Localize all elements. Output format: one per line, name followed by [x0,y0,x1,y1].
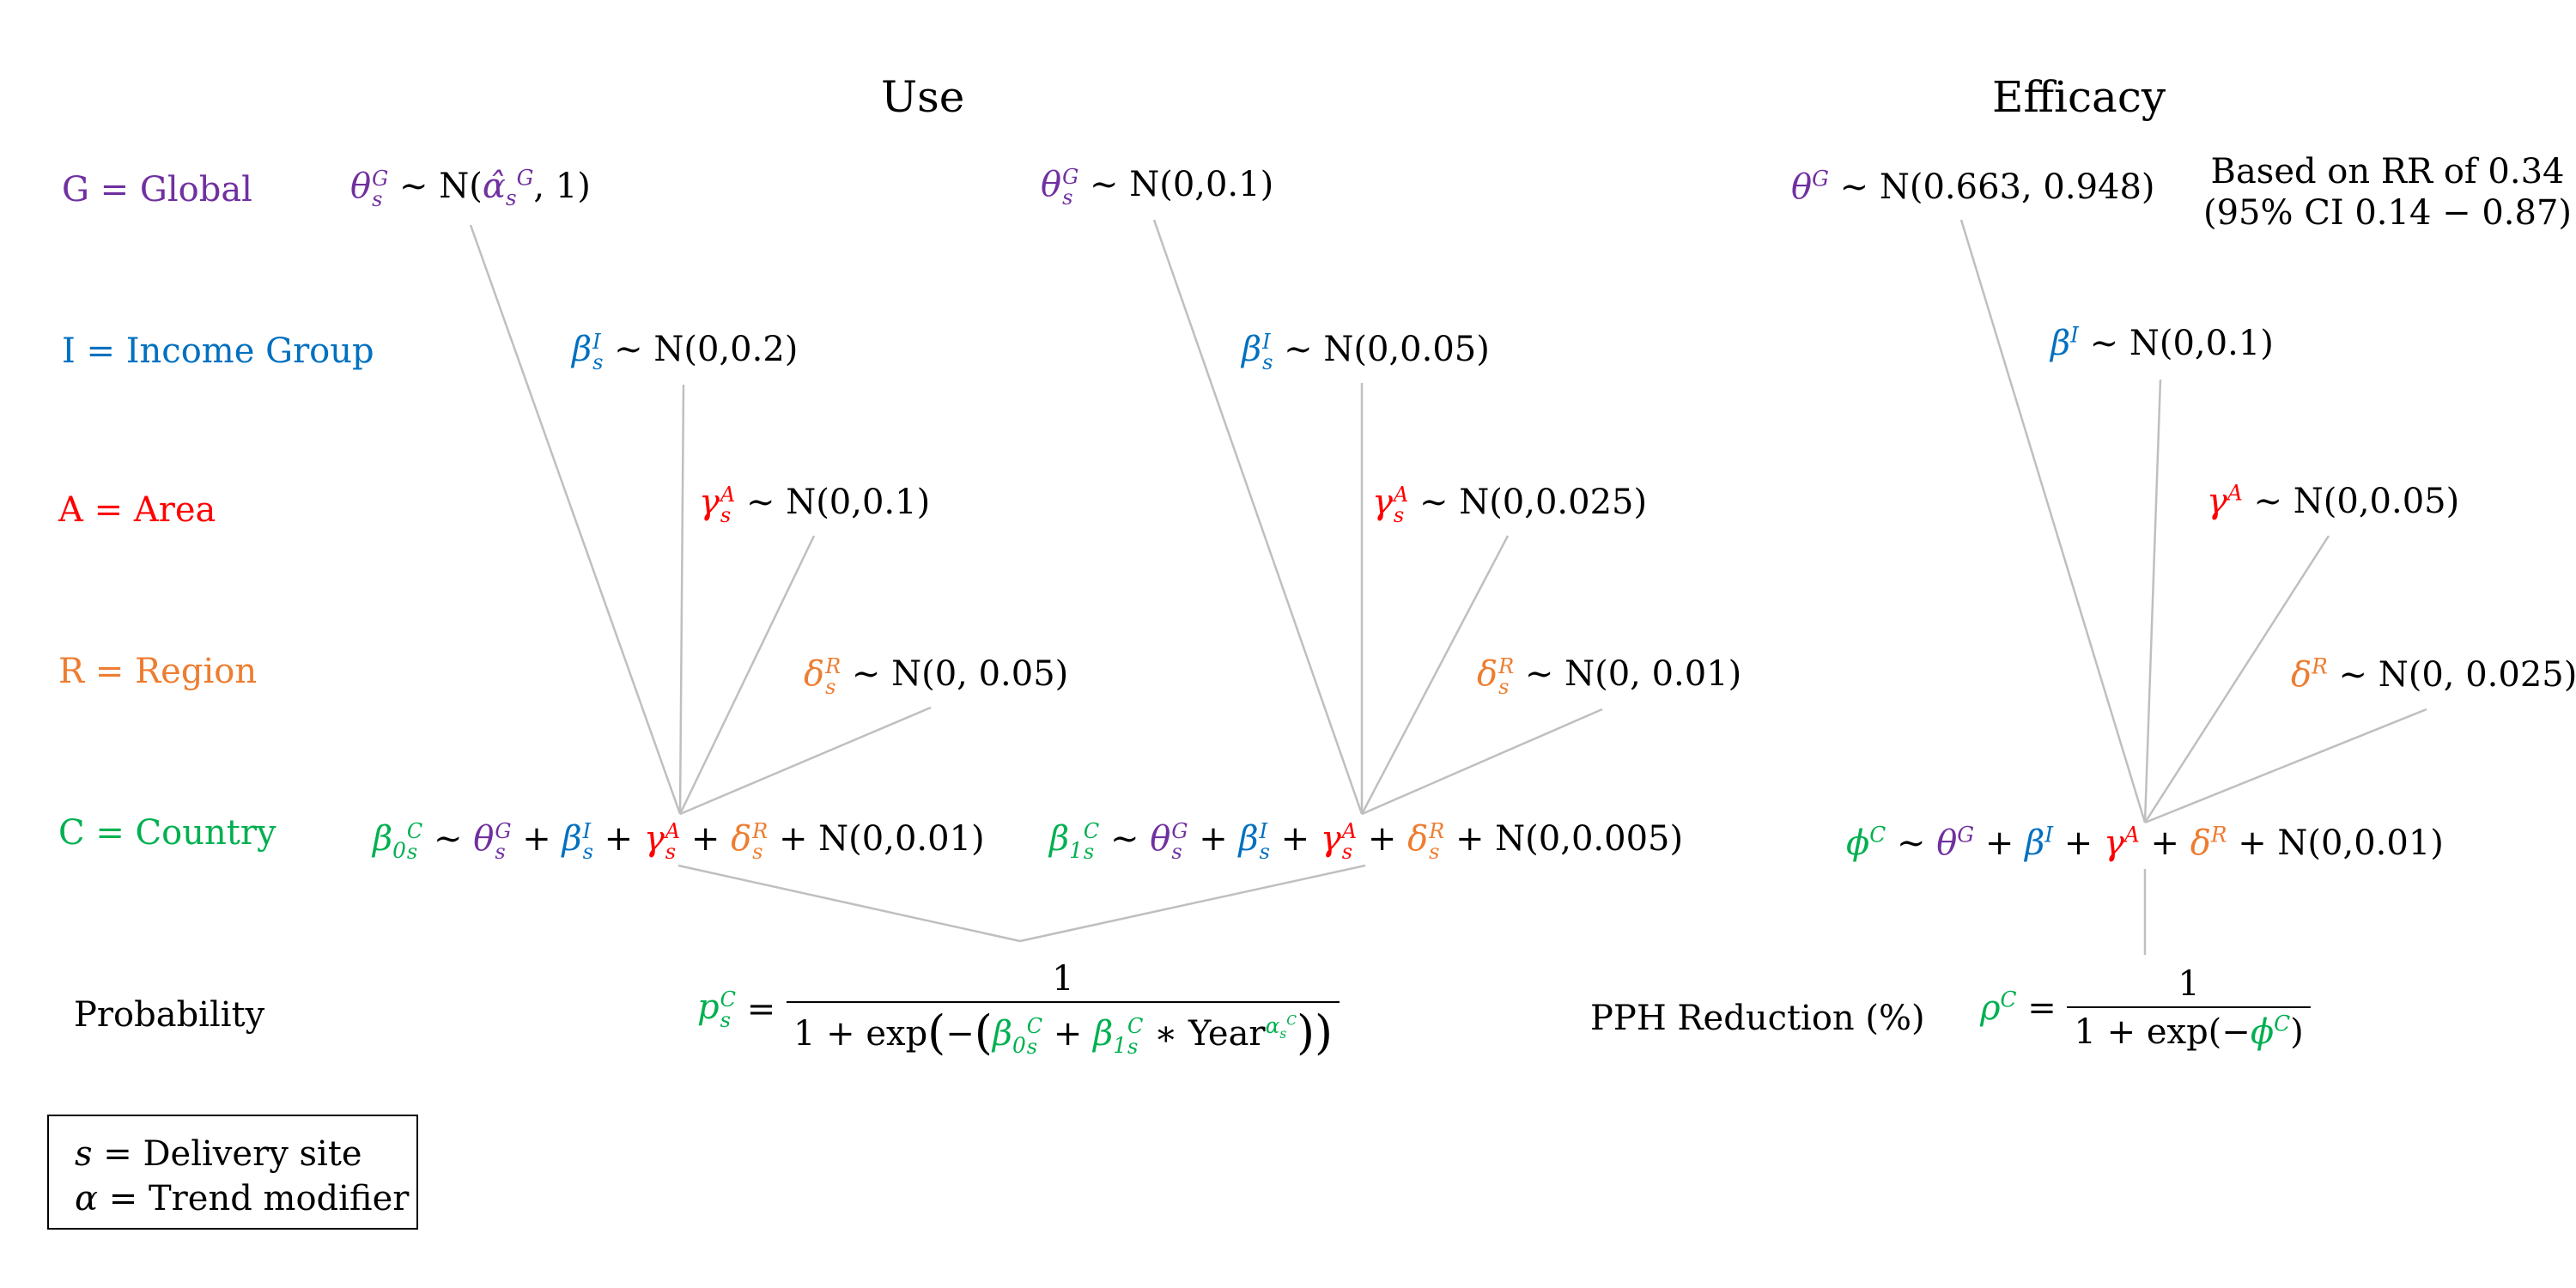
level-label-probability: Probability [74,995,265,1035]
connector-line [678,384,685,815]
efficacy-theta-prior: θG ∼ N(0.663, 0.948) [1791,166,2155,207]
rr-note-line1: Based on RR of 0.34 [2210,152,2565,191]
pph-numerator: 1 [2067,967,2311,1008]
connector-line [1959,219,2147,823]
efficacy-gamma-prior: γA ∼ N(0,0.05) [2207,480,2460,521]
pph-formula: ρC = 1 1 + exp(−ϕC) [1980,967,2311,1049]
connector-line [2143,379,2162,823]
connector-line [1360,535,1510,815]
level-label-income: I = Income Group [62,331,374,371]
connector-line [1019,864,1366,943]
use-header: Use [881,72,965,122]
efficacy-header: Efficacy [1992,72,2166,122]
efficacy-rr-note: Based on RR of 0.34 (95% CI 0.14 − 0.87) [2203,151,2572,234]
level-label-region: R = Region [58,652,258,691]
connector-line [679,706,932,816]
pph-denominator: 1 + exp(−ϕC) [2074,1011,2304,1052]
connector-line [469,224,682,815]
efficacy-country-equation: ϕC ∼ θG + βI + γA + δR + N(0,0.01) [1846,822,2444,863]
probability-numerator: 1 [786,962,1340,1003]
connector-line [1361,708,1603,816]
connector-line [677,864,1021,943]
connector-line [2144,708,2427,824]
efficacy-delta-prior: δR ∼ N(0, 0.025) [2291,653,2576,695]
rr-note-line2: (95% CI 0.14 − 0.87) [2203,193,2573,233]
connector-line [2143,535,2330,823]
level-label-global: G = Global [62,170,252,210]
level-label-area: A = Area [58,490,216,530]
notation-legend: s = Delivery site α = Trend modifier [47,1115,418,1230]
connector-line [678,535,816,815]
efficacy-beta-prior: βI ∼ N(0,0.1) [2050,322,2274,363]
legend-row-s: s = Delivery site [75,1134,362,1174]
level-label-country: C = Country [58,813,276,853]
level-label-pph: PPH Reduction (%) [1590,999,1925,1038]
legend-row-alpha: α = Trend modifier [75,1179,410,1218]
connector-line [1152,219,1364,815]
